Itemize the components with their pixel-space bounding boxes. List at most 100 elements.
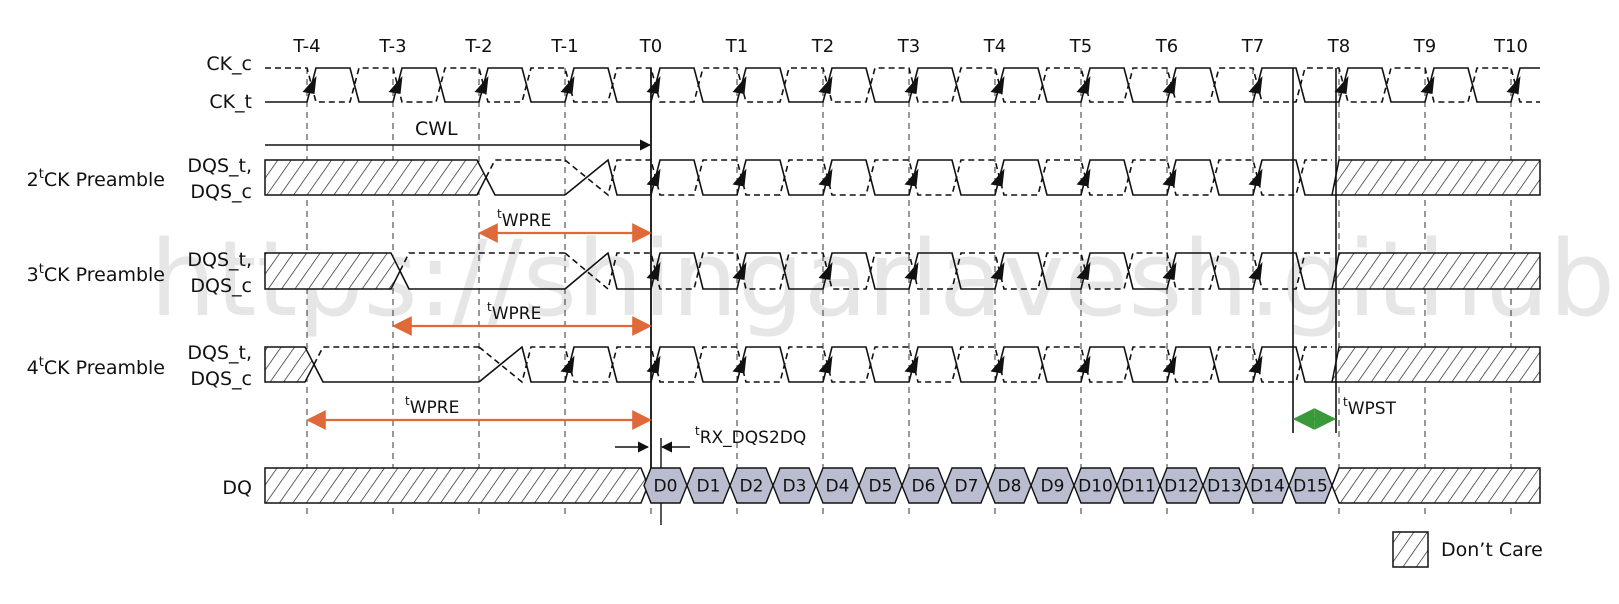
rising-edge-marker xyxy=(474,76,489,94)
rising-edge-marker xyxy=(646,76,661,94)
dqs-waveform xyxy=(264,345,1541,384)
dqs-t-label: DQS_t, xyxy=(187,249,252,271)
dqs-c-label: DQS_c xyxy=(190,181,252,203)
dq-bit-label: D12 xyxy=(1164,477,1199,497)
true-signal xyxy=(564,158,1332,196)
rising-edge-marker xyxy=(646,262,661,280)
dq-bit-label: D5 xyxy=(869,477,893,497)
cycle-label: T10 xyxy=(1493,36,1528,57)
row-title: 4tCK Preamble xyxy=(27,355,165,379)
cycle-label: T-4 xyxy=(292,36,320,57)
dont-care-region xyxy=(1331,346,1541,383)
dqs-waveform xyxy=(264,251,1541,291)
dq-bit-label: D10 xyxy=(1078,477,1113,497)
cycle-label: T5 xyxy=(1069,36,1092,57)
clock-waveform xyxy=(265,67,1540,103)
rising-edge-marker xyxy=(388,76,403,94)
dq-bit-label: D9 xyxy=(1041,477,1065,497)
cycle-label: T7 xyxy=(1241,36,1264,57)
cycle-label: T2 xyxy=(811,36,834,57)
rising-edge-marker xyxy=(1076,76,1091,94)
rising-edge-marker xyxy=(1334,76,1349,94)
dqs-row-2tck-preamble: 2tCK Preamble DQS_t, DQS_c tWPRE xyxy=(27,155,1541,243)
rising-edge-marker xyxy=(1076,262,1091,280)
dont-care-label: Don’t Care xyxy=(1441,539,1543,561)
rising-edge-marker xyxy=(904,262,919,280)
rising-edge-marker xyxy=(1248,262,1263,280)
ck-c-label: CK_c xyxy=(206,53,252,75)
rising-edge-marker xyxy=(904,168,919,187)
dq-bit-label: D6 xyxy=(912,477,936,497)
rising-edge-marker xyxy=(646,355,661,374)
cycle-label: T8 xyxy=(1327,36,1350,57)
dqs-row-4tck-preamble: 4tCK Preamble DQS_t, DQS_c tWPRE xyxy=(27,342,1541,430)
rising-edge-marker xyxy=(732,262,747,280)
rising-edge-marker xyxy=(1248,168,1263,187)
dq-bit-label: D2 xyxy=(740,477,764,497)
dqs-row-3tck-preamble: 3tCK Preamble DQS_t, DQS_c tWPRE xyxy=(27,249,1541,336)
rising-edge-marker xyxy=(990,76,1005,94)
rising-edge-marker xyxy=(818,262,833,280)
rising-edge-marker xyxy=(1076,355,1091,374)
rising-edge-marker xyxy=(990,262,1005,280)
cycle-label: T3 xyxy=(897,36,920,57)
cycle-label: T-3 xyxy=(378,36,406,57)
rising-edge-marker xyxy=(1162,76,1177,94)
twpst-label: tWPST xyxy=(1343,395,1397,419)
dont-care-region xyxy=(264,252,401,290)
true-signal xyxy=(478,345,1332,383)
cycle-guides xyxy=(306,68,1512,518)
rising-edge-marker xyxy=(1248,76,1263,94)
dont-care-region xyxy=(264,159,487,196)
rising-edge-marker xyxy=(1506,76,1521,94)
dq-bit-label: D0 xyxy=(654,477,678,497)
rising-edge-marker xyxy=(818,168,833,187)
ck-t-label: CK_t xyxy=(209,91,252,113)
twpre-label: tWPRE xyxy=(405,394,459,418)
rising-edge-marker xyxy=(818,76,833,94)
dont-care-region xyxy=(1331,159,1541,196)
twpre-label: tWPRE xyxy=(487,300,541,324)
dqs-c-label: DQS_c xyxy=(190,368,252,390)
rising-edge-marker xyxy=(1420,76,1435,94)
complement-signal xyxy=(478,346,1332,384)
dont-care-region xyxy=(264,467,649,504)
dont-care-region xyxy=(1331,467,1541,504)
rising-edge-marker xyxy=(560,355,575,374)
dq-bit-label: D4 xyxy=(826,477,850,497)
rising-edge-marker xyxy=(646,168,661,187)
dqs-waveform xyxy=(264,158,1541,197)
rising-edge-marker xyxy=(990,168,1005,187)
rising-edge-marker xyxy=(560,76,575,94)
complement-signal xyxy=(265,67,1540,103)
rising-edge-marker xyxy=(904,355,919,374)
rising-edge-marker xyxy=(904,76,919,94)
dq-bit-label: D8 xyxy=(998,477,1022,497)
cycle-label: T-1 xyxy=(550,36,578,57)
dq-bit-label: D15 xyxy=(1293,477,1328,497)
rising-edge-marker xyxy=(818,355,833,374)
cycle-label: T-2 xyxy=(464,36,492,57)
dqs-t-label: DQS_t, xyxy=(187,155,252,177)
complement-signal xyxy=(564,252,1332,291)
dq-bit-label: D14 xyxy=(1250,477,1285,497)
complement-signal xyxy=(564,159,1332,197)
trx-label: tRX_DQS2DQ xyxy=(695,424,806,448)
rising-edge-marker xyxy=(1076,168,1091,187)
row-title: 2tCK Preamble xyxy=(27,167,165,191)
cycle-label: T1 xyxy=(725,36,748,57)
dq-bit-label: D1 xyxy=(697,477,721,497)
true-signal xyxy=(265,67,1540,103)
rising-edge-marker xyxy=(732,355,747,374)
rising-edge-marker xyxy=(1162,262,1177,280)
row-title: 3tCK Preamble xyxy=(27,262,165,286)
cycle-label: T4 xyxy=(983,36,1006,57)
dont-care-swatch xyxy=(1392,531,1429,568)
dqs-c-label: DQS_c xyxy=(190,275,252,297)
rising-edge-marker xyxy=(1162,168,1177,187)
rising-edge-marker xyxy=(1248,355,1263,374)
dont-care-region xyxy=(1331,252,1541,290)
rising-edge-marker xyxy=(302,76,317,94)
